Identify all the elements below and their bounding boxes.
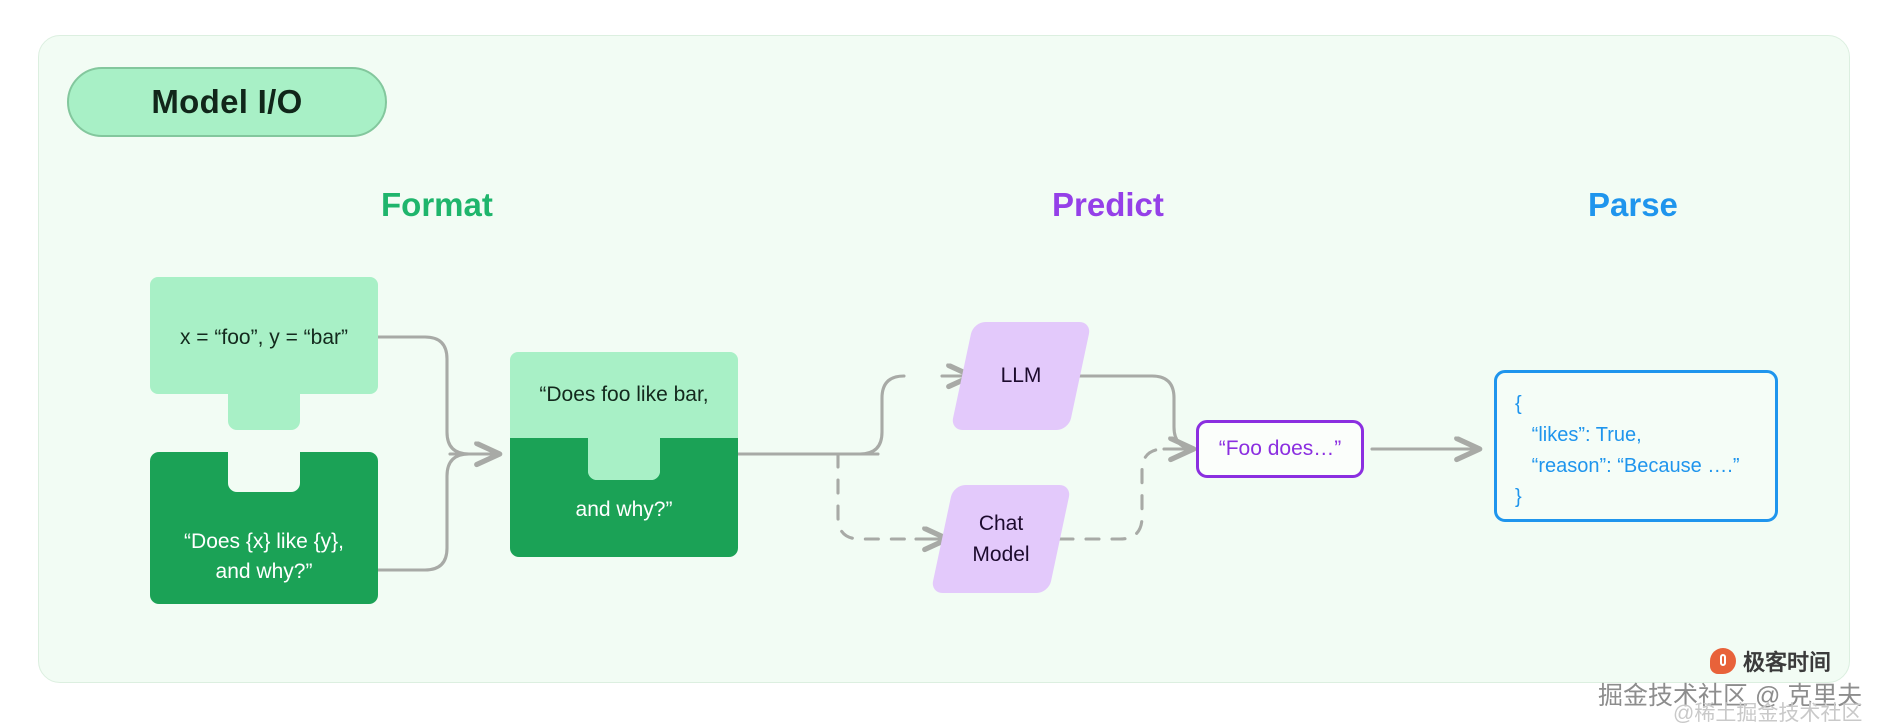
puzzle-piece-template: “Does {x} like {y}, and why?” [150, 451, 378, 604]
community-watermark-sub: @稀土掘金技术社区 [1673, 702, 1863, 725]
community-watermark: 掘金技术社区 @ 克里夫 [1598, 682, 1863, 710]
parse-output-box: { “likes”: True, “reason”: “Because ….” … [1494, 370, 1778, 522]
piece-top-body [510, 352, 738, 438]
brand-watermark: 极客时间 [1710, 645, 1831, 677]
brand-watermark-label: 极客时间 [1743, 650, 1832, 675]
panel-title-label: Model I/O [151, 83, 303, 120]
predict-output-label: “Foo does…” [1218, 437, 1342, 460]
predict-output-box: “Foo does…” [1196, 420, 1364, 478]
piece-notch-fill [588, 438, 660, 480]
model-label-chat-model: Chat Model [972, 512, 1030, 566]
parse-output-json: { “likes”: True, “reason”: “Because ….” … [1515, 393, 1740, 508]
piece-combined-label-top: “Does foo like bar, [539, 383, 709, 406]
piece-variables-label: x = “foo”, y = “bar” [179, 326, 349, 349]
geek-logo-icon [1710, 648, 1736, 674]
model-label-llm: LLM [1000, 364, 1042, 387]
column-header-predict: Predict [1052, 186, 1164, 223]
puzzle-piece-combined: “Does foo like bar, and why?” [510, 352, 738, 557]
column-header-parse: Parse [1588, 186, 1678, 223]
puzzle-piece-variables: x = “foo”, y = “bar” [150, 277, 378, 430]
piece-tab [228, 377, 300, 430]
piece-template-label: “Does {x} like {y}, and why?” [184, 530, 344, 583]
piece-body [150, 277, 378, 394]
column-header-format: Format [381, 186, 493, 223]
piece-combined-label-bottom: and why?” [575, 498, 673, 521]
piece-notch [228, 451, 300, 492]
panel-title-pill: Model I/O [67, 67, 387, 137]
